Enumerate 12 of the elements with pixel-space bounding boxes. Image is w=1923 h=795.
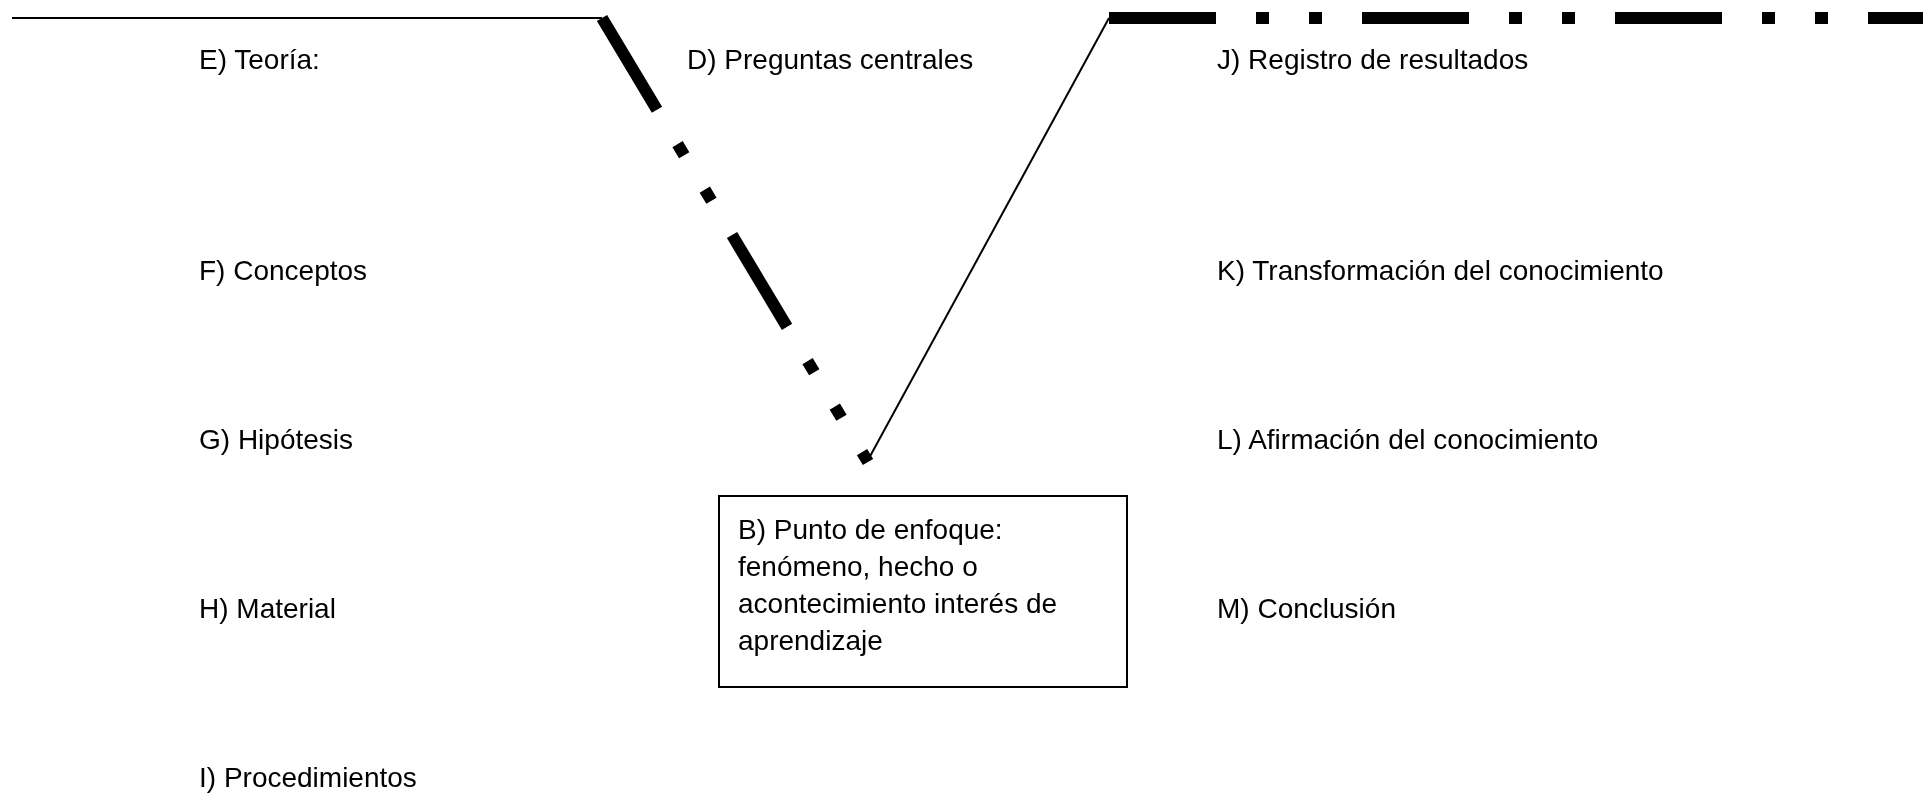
section-label: H) Material [199,593,336,625]
section-label: I) Procedimientos [199,762,417,794]
section-label: M) Conclusión [1217,593,1396,625]
section-label: D) Preguntas centrales [687,44,974,76]
section-label: J) Registro de resultados [1217,44,1529,76]
focus-text: B) Punto de enfoque: fenómeno, hecho o acontecimiento interés de aprendizaje [738,513,1059,658]
section-label: F) Conceptos [199,255,368,287]
section-label: G) Hipótesis [199,424,354,456]
section-label: K) Transformación del conocimiento [1217,255,1664,287]
focus-box [718,495,1128,688]
section-label: L) Afirmación del conocimiento [1217,424,1599,456]
section-label: E) Teoría: [199,44,320,76]
